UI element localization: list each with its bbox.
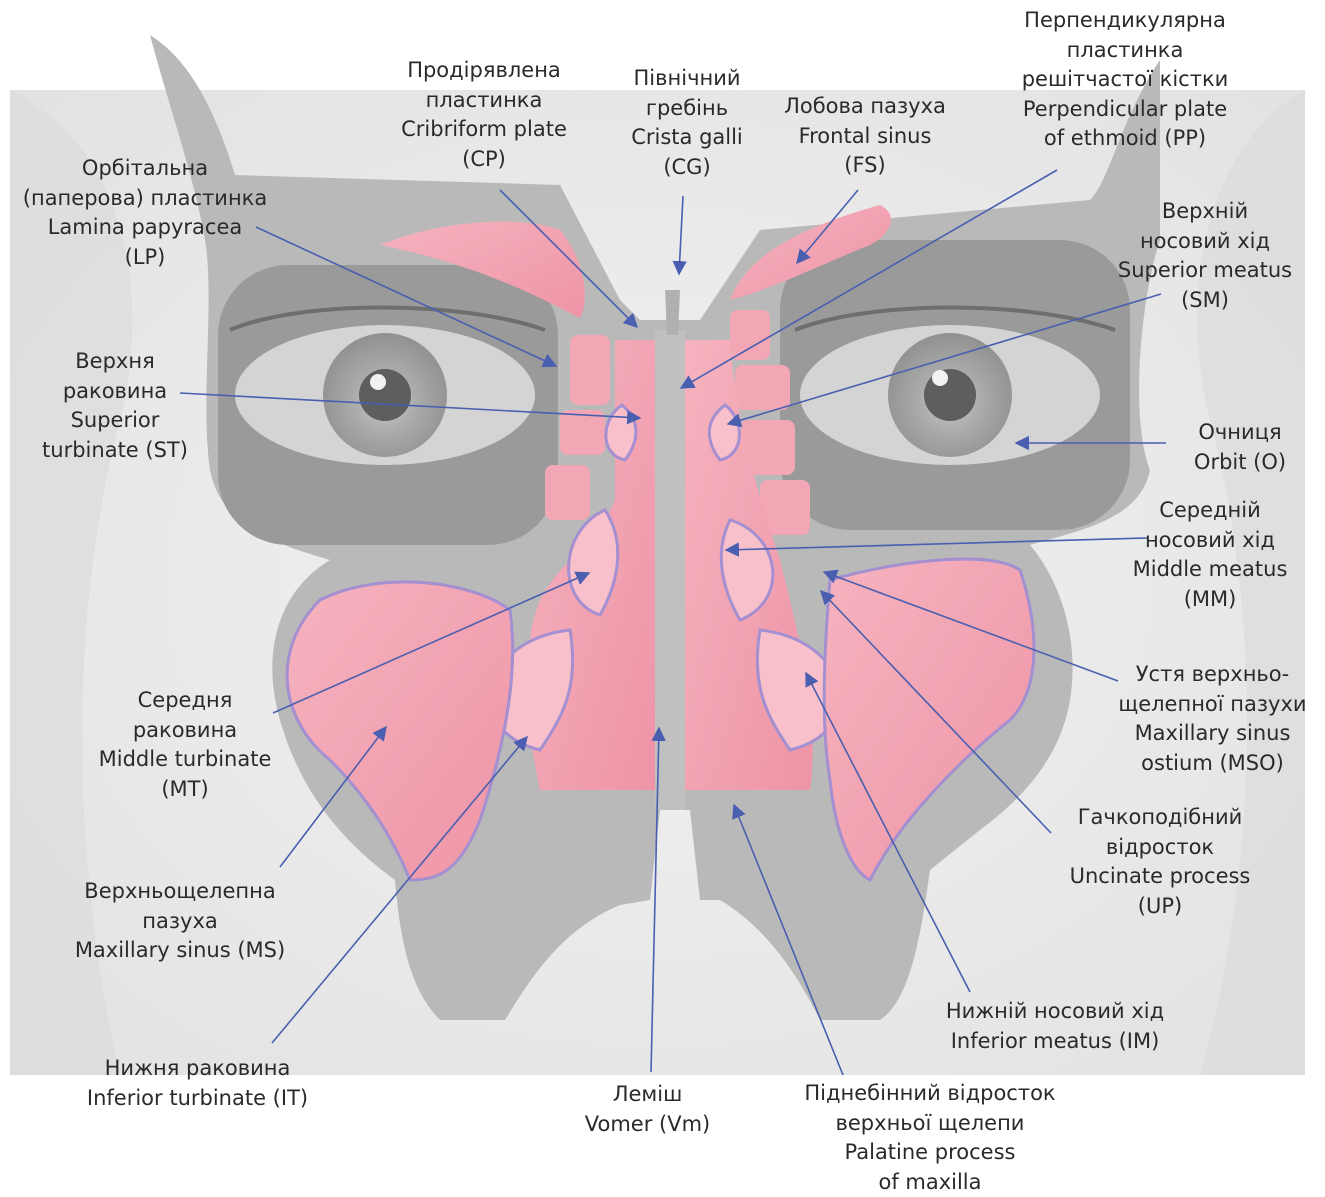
label-line: Vomer (Vm) xyxy=(560,1110,735,1140)
label-line: Піднебінний відросток xyxy=(770,1079,1090,1109)
label-line: Верхня xyxy=(20,347,210,377)
label-line: Нижній носовий хід xyxy=(920,997,1190,1027)
label-line: (MT) xyxy=(70,775,300,805)
label-line: Crista galli xyxy=(612,123,762,153)
label-line: Cribriform plate xyxy=(384,115,584,145)
label-line: Верхньощелепна xyxy=(45,877,315,907)
label-line: Гачкоподібний xyxy=(1045,803,1275,833)
label-line: пластинка xyxy=(384,86,584,116)
label-line: (FS) xyxy=(760,151,970,181)
label-line: Superior xyxy=(20,406,210,436)
label-line: пластинка xyxy=(990,36,1260,66)
label-line: Продірявлена xyxy=(384,56,584,86)
label-line: Лобова пазуха xyxy=(760,92,970,122)
label-line: решітчастої кістки xyxy=(990,65,1260,95)
label-line: Верхній xyxy=(1095,197,1315,227)
label-line: ostium (MSO) xyxy=(1100,749,1325,779)
label-line: Середня xyxy=(70,686,300,716)
label-line: (CP) xyxy=(384,145,584,175)
right-orbit xyxy=(780,240,1130,530)
label-line: відросток xyxy=(1045,833,1275,863)
label-line: Perpendicular plate xyxy=(990,95,1260,125)
label-line: Очниця xyxy=(1170,418,1310,448)
label-line: (CG) xyxy=(612,153,762,183)
label-line: гребінь xyxy=(612,94,762,124)
label-line: Inferior turbinate (IT) xyxy=(55,1084,340,1114)
label-line: (паперова) пластинка xyxy=(0,184,290,214)
label-line: Середній xyxy=(1105,496,1315,526)
label-line: Леміш xyxy=(560,1080,735,1110)
label-line: of ethmoid (PP) xyxy=(990,124,1260,154)
label-line: Maxillary sinus xyxy=(1100,719,1325,749)
label-line: Orbit (O) xyxy=(1170,448,1310,478)
label-line: Lamina papyracea xyxy=(0,213,290,243)
label-line: Устя верхньо- xyxy=(1100,660,1325,690)
label-line: носовий хід xyxy=(1105,526,1315,556)
label-line: носовий хід xyxy=(1095,227,1315,257)
label-line: верхньої щелепи xyxy=(770,1109,1090,1139)
label-line: Maxillary sinus (MS) xyxy=(45,936,315,966)
label-line: раковина xyxy=(20,377,210,407)
label-line: (MM) xyxy=(1105,585,1315,615)
label-line: Middle turbinate xyxy=(70,745,300,775)
label-line: turbinate (ST) xyxy=(20,436,210,466)
label-line: (UP) xyxy=(1045,892,1275,922)
label-line: щелепної пазухи xyxy=(1100,690,1325,720)
label-line: Superior meatus xyxy=(1095,256,1315,286)
label-line: Frontal sinus xyxy=(760,122,970,152)
label-line: пазуха xyxy=(45,907,315,937)
label-line: Palatine process xyxy=(770,1138,1090,1168)
label-line: Північний xyxy=(612,64,762,94)
label-line: Перпендикулярна xyxy=(990,6,1260,36)
label-line: раковина xyxy=(70,716,300,746)
label-line: Middle meatus xyxy=(1105,555,1315,585)
label-line: Uncinate process xyxy=(1045,862,1275,892)
label-line: Нижня раковина xyxy=(55,1054,340,1084)
label-line: (SM) xyxy=(1095,286,1315,316)
label-line: Inferior meatus (IM) xyxy=(920,1027,1190,1057)
label-line: (LP) xyxy=(0,243,290,273)
label-line: Орбітальна xyxy=(0,154,290,184)
